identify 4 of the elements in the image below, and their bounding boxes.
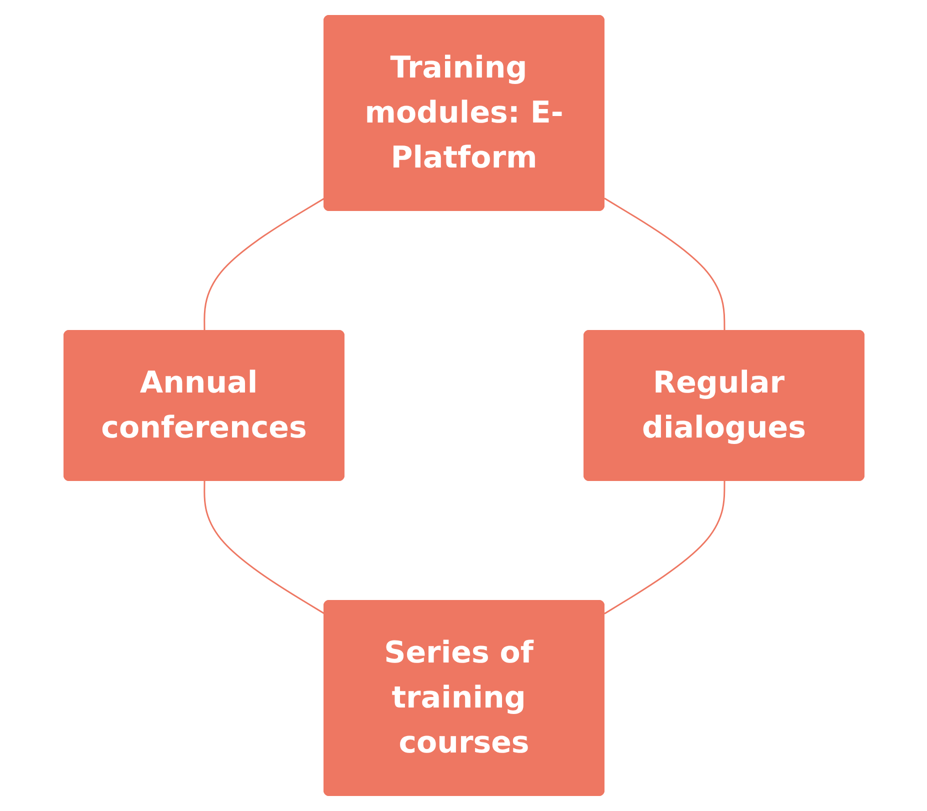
connector	[604, 198, 725, 331]
connector	[604, 481, 725, 614]
connector	[203, 481, 324, 614]
connector	[203, 198, 324, 331]
